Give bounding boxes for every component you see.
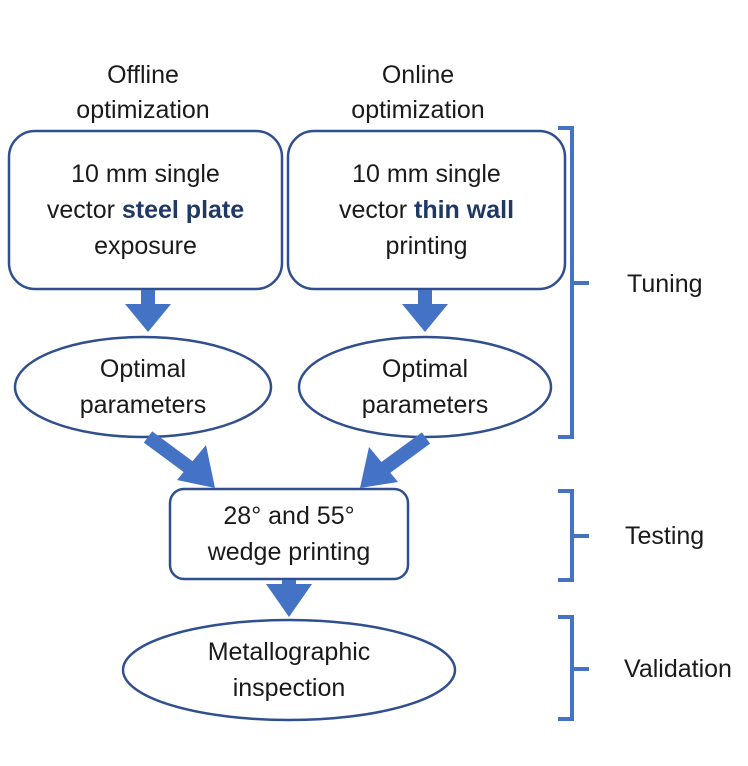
thin-wall-line1: 10 mm single	[352, 160, 501, 188]
steel-plate-box	[7, 129, 284, 291]
arrow-thinwall-to-optimal	[402, 290, 448, 332]
optimal-right-line2: parameters	[361, 391, 489, 419]
heading-offline: Offline optimization	[18, 58, 268, 128]
thin-wall-line2: vector thin wall	[339, 192, 514, 228]
heading-offline-line2: optimization	[76, 96, 210, 124]
heading-online: Online optimization	[293, 58, 543, 128]
thin-wall-line2-prefix: vector	[338, 196, 415, 224]
arrow-steel-to-optimal	[125, 290, 171, 332]
stage-label-testing: Testing	[625, 522, 705, 550]
wedge-node: 28° and 55° wedge printing	[170, 489, 408, 579]
optimal-left-ellipse	[13, 335, 273, 439]
optimal-left-line2: parameters	[79, 391, 207, 419]
thin-wall-node: 10 mm single vector thin wall printing	[288, 131, 565, 289]
stage-label-validation: Validation	[624, 655, 732, 683]
steel-plate-line1: 10 mm single	[71, 160, 220, 188]
thin-wall-box	[286, 129, 567, 291]
inspection-line1: Metallographic	[207, 638, 371, 666]
thin-wall-emphasis: thin wall	[414, 196, 515, 224]
wedge-line1: 28° and 55°	[223, 502, 355, 530]
thin-wall-line3: printing	[385, 232, 468, 260]
steel-plate-node: 10 mm single vector steel plate exposure	[9, 131, 282, 289]
validation-bracket	[558, 615, 589, 721]
optimal-left-line1: Optimal	[99, 355, 187, 383]
arrow-wedge-to-inspection	[266, 580, 312, 617]
optimal-right-node: Optimal parameters	[299, 337, 551, 437]
testing-bracket	[558, 489, 589, 582]
arrow-optimal-left-to-wedge	[143, 431, 215, 488]
wedge-line2: wedge printing	[207, 538, 371, 566]
optimal-right-line1: Optimal	[381, 355, 469, 383]
inspection-node: Metallographic inspection	[123, 620, 455, 720]
heading-online-line2: optimization	[351, 96, 485, 124]
steel-plate-emphasis: steel plate	[121, 196, 245, 224]
tuning-bracket	[558, 126, 589, 439]
optimal-left-node: Optimal parameters	[15, 337, 271, 437]
inspection-ellipse	[121, 618, 457, 722]
steel-plate-line2-prefix: vector	[46, 196, 122, 224]
heading-online-line1: Online	[381, 61, 455, 89]
inspection-line2: inspection	[232, 674, 346, 702]
stage-label-tuning: Tuning	[627, 270, 703, 298]
arrow-optimal-right-to-wedge	[360, 432, 431, 488]
wedge-box	[168, 487, 410, 581]
steel-plate-line3: exposure	[94, 232, 197, 260]
steel-plate-line2: vector steel plate	[47, 192, 244, 228]
heading-offline-line1: Offline	[107, 61, 179, 89]
